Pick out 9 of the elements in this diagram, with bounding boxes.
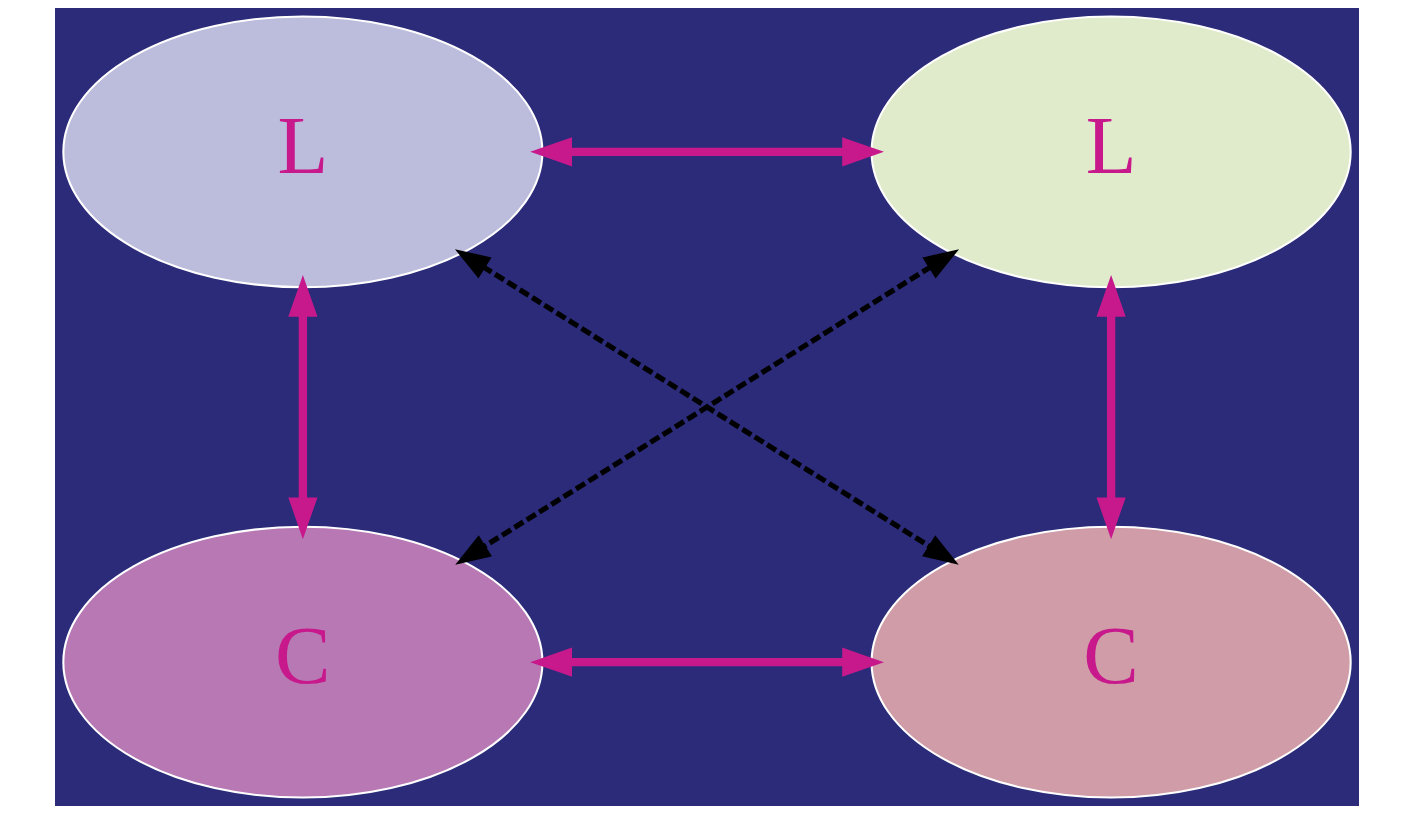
node-ellipse: L xyxy=(61,15,543,289)
arrow xyxy=(454,249,959,565)
arrow xyxy=(529,137,884,167)
node-ellipse: L xyxy=(870,15,1352,289)
node-ellipse: C xyxy=(61,525,543,799)
arrow xyxy=(1096,274,1126,540)
node-ellipse: C xyxy=(870,525,1352,799)
arrow xyxy=(287,274,317,540)
arrow xyxy=(529,647,884,677)
